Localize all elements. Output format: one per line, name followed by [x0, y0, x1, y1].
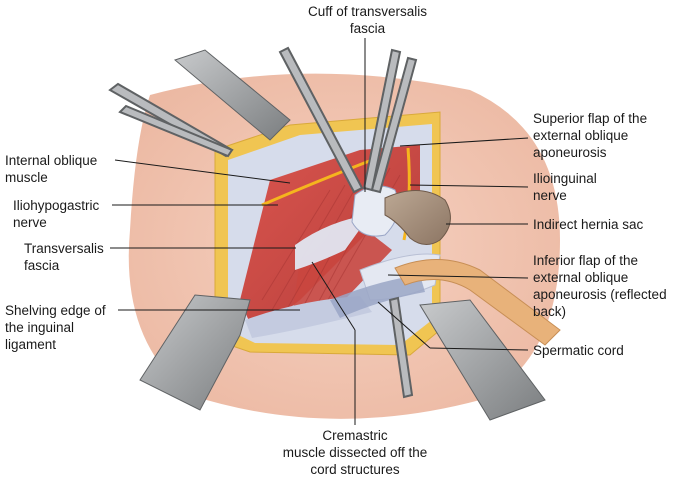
iliohypogastric-nerve	[261, 158, 373, 207]
retractor-lower-right	[419, 299, 546, 421]
label-internal-oblique-muscle: Internal oblique muscle	[5, 153, 98, 185]
forceps-top-3	[370, 56, 418, 194]
label-indirect-hernia-sac: Indirect hernia sac	[533, 217, 644, 232]
leader-superior-flap	[399, 137, 529, 147]
label-cuff-of-transversalis-fascia: Cuff of transversalis fascia	[307, 4, 428, 36]
label-spermatic-cord: Spermatic cord	[533, 343, 624, 358]
indirect-hernia-sac	[384, 189, 451, 245]
retractor-upper-left	[173, 49, 291, 141]
leader-internal-oblique	[114, 159, 291, 184]
label-cremastric-muscle: Cremastric muscle dissected off the cord…	[282, 428, 428, 477]
leader-spermatic-cord-2	[377, 301, 431, 349]
label-ilioinguinal-nerve: Ilioinguinal nerve	[533, 171, 597, 203]
leader-ilioinguinal	[409, 184, 529, 188]
leader-inferior-flap	[387, 274, 529, 279]
forceps-left-2	[118, 104, 234, 158]
label-inferior-flap: Inferior flap of the external oblique ap…	[533, 253, 667, 319]
label-superior-flap: Superior flap of the external oblique ap…	[533, 111, 648, 160]
penrose-drain	[394, 259, 561, 346]
label-transversalis-fascia: Transversalis fascia	[24, 241, 104, 273]
leader-cremastric-2	[311, 261, 356, 331]
forceps-top-1	[278, 46, 364, 194]
forceps-group	[108, 46, 418, 399]
forceps-bottom	[388, 296, 414, 399]
retractor-lower-left	[139, 294, 251, 411]
leader-spermatic-cord	[429, 347, 529, 351]
leader-lines	[110, 38, 529, 425]
label-iliohypogastric-nerve: Iliohypogastric nerve	[13, 198, 100, 230]
spermatic-cord	[330, 275, 425, 318]
transversalis-fascia	[295, 215, 370, 270]
label-shelving-edge: Shelving edge of the inguinal ligament	[5, 303, 106, 352]
